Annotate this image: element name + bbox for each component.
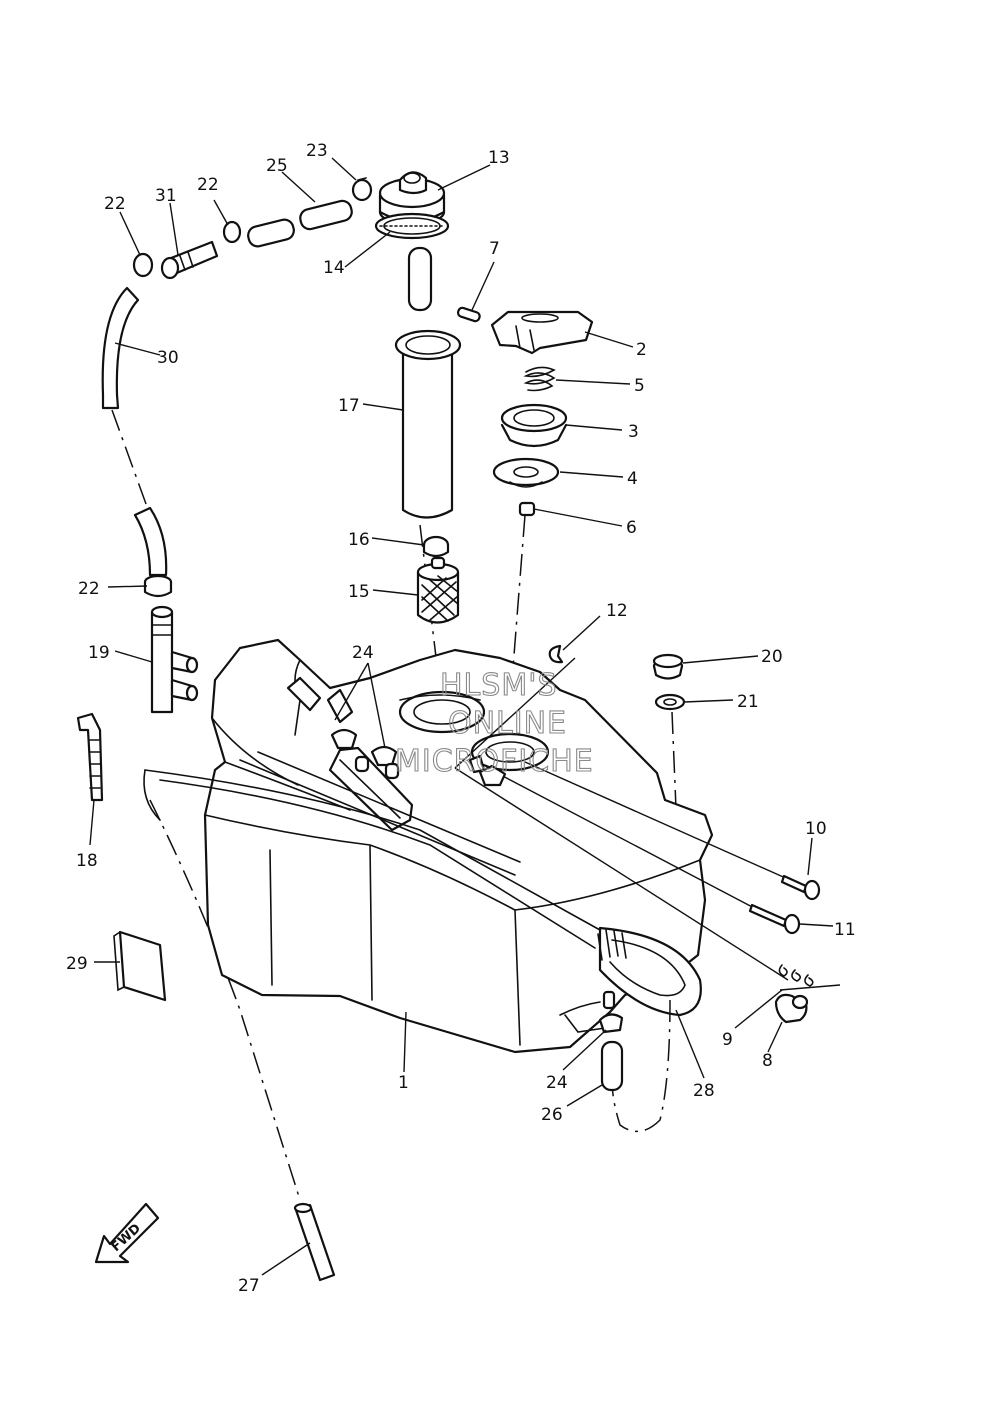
callout-15: 15 (348, 582, 370, 602)
callout-13: 13 (488, 148, 510, 168)
hose-lower-30 (133, 506, 168, 577)
callout-10: 10 (805, 819, 827, 839)
callout-17: 17 (338, 396, 360, 416)
leader-lines (89, 157, 834, 1276)
hose-25 (247, 199, 353, 248)
callout-4: 4 (627, 469, 638, 489)
callout-19: 19 (88, 643, 110, 663)
callout-5: 5 (634, 376, 645, 396)
callout-24-top: 24 (352, 643, 374, 663)
callout-12: 12 (606, 601, 628, 621)
callout-25: 25 (266, 156, 288, 176)
nut-8 (774, 993, 809, 1024)
callout-27: 27 (238, 1276, 260, 1296)
bolt-10 (780, 874, 821, 901)
bolt-lines (454, 657, 841, 991)
pad-29 (113, 930, 167, 1002)
callout-29: 29 (66, 954, 88, 974)
callout-20: 20 (761, 647, 783, 667)
cap-gasket (374, 212, 450, 240)
fuel-tank (203, 638, 714, 1054)
callout-2: 2 (636, 340, 647, 360)
callout-18: 18 (76, 851, 98, 871)
callout-6: 6 (626, 518, 637, 538)
callout-28: 28 (693, 1081, 715, 1101)
hose-clamp-16 (422, 535, 450, 558)
clamp-22-upper (132, 220, 242, 278)
callout-23: 23 (306, 141, 328, 161)
elbow-31 (160, 240, 219, 280)
spring-5 (523, 366, 556, 392)
callout-22-mid-left: 22 (78, 579, 100, 599)
callout-21: 21 (737, 692, 759, 712)
clamps-24 (286, 676, 400, 780)
vent-clip (468, 754, 507, 787)
callout-22-top-left: 22 (104, 194, 126, 214)
callout-26: 26 (541, 1105, 563, 1125)
tank-straps (143, 751, 601, 949)
watermark-line-2: ONLINE (448, 706, 567, 741)
callout-3: 3 (628, 422, 639, 442)
fuel-filter (416, 556, 460, 624)
callout-31: 31 (155, 186, 177, 206)
nut-6 (518, 501, 536, 517)
clamp-23 (351, 177, 373, 202)
hose-26 (600, 1040, 624, 1092)
clamp-22-lower (143, 574, 173, 598)
washer-4 (492, 457, 560, 488)
cap-lever-2 (490, 310, 594, 355)
callout-9: 9 (722, 1030, 733, 1050)
callout-16: 16 (348, 530, 370, 550)
watermark-line-1: HLSM'S (440, 668, 558, 703)
clips-9 (778, 964, 814, 987)
forward-direction-arrow: FWD (94, 1202, 160, 1264)
pin-7 (456, 306, 481, 323)
callout-8: 8 (762, 1051, 773, 1071)
watermark-line-3: MICROFICHE (395, 744, 594, 779)
callout-24-bottom: 24 (546, 1073, 568, 1093)
joint-19 (150, 605, 199, 714)
bolt-11 (748, 903, 801, 935)
nut-20 (652, 653, 684, 680)
callout-22-top-mid: 22 (197, 175, 219, 195)
hose-30 (101, 286, 140, 410)
callout-labels: 13 23 25 22 31 22 14 7 2 30 5 17 3 4 6 1… (66, 141, 856, 1296)
cable-tie-18 (76, 712, 104, 802)
callout-7: 7 (489, 239, 500, 259)
cap-rod (407, 246, 433, 312)
clamp-24-lower (598, 990, 624, 1034)
watermark: HLSM'S ONLINE MICROFICHE (394, 667, 594, 779)
seat-3 (500, 403, 568, 448)
hose-28 (597, 926, 702, 1133)
callout-11: 11 (834, 920, 856, 940)
callout-30: 30 (157, 348, 179, 368)
callout-14: 14 (323, 258, 345, 278)
e-clip-12 (548, 644, 564, 664)
hose-27 (293, 1202, 336, 1282)
washer-21 (654, 693, 686, 711)
filler-tube (394, 329, 462, 519)
callout-1: 1 (398, 1073, 409, 1093)
